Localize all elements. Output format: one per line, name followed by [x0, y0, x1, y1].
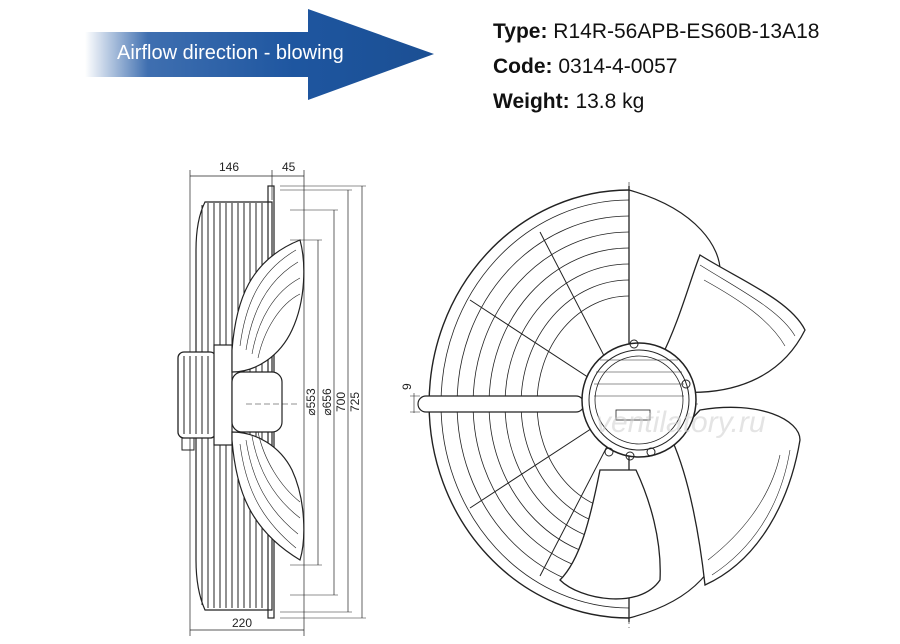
code-row: Code: 0314-4-0057	[493, 49, 819, 84]
airflow-direction-label: Airflow direction - blowing	[117, 42, 344, 64]
side-view	[177, 170, 366, 636]
dim-slot-label: 9	[400, 383, 414, 390]
dim-flange-label: 45	[282, 160, 296, 174]
weight-value: 13.8 kg	[575, 90, 645, 113]
dim-553-label: ⌀553	[304, 388, 318, 416]
dim-725-label: 725	[348, 392, 362, 412]
code-value: 0314-4-0057	[558, 55, 678, 78]
front-view	[410, 182, 806, 628]
airflow-direction-arrow	[85, 9, 434, 100]
weight-row: Weight: 13.8 kg	[493, 84, 819, 119]
type-row: Type: R14R-56APB-ES60B-13A18	[493, 14, 819, 49]
weight-label: Weight:	[493, 90, 570, 113]
spec-block: Type: R14R-56APB-ES60B-13A18 Code: 0314-…	[493, 14, 819, 119]
dim-700-label: 700	[334, 392, 348, 412]
type-label: Type:	[493, 20, 548, 43]
dim-656-label: ⌀656	[320, 388, 334, 416]
watermark-text: ventilatory.ru	[596, 406, 766, 439]
code-label: Code:	[493, 55, 553, 78]
dim-depth-label: 146	[219, 160, 239, 174]
type-value: R14R-56APB-ES60B-13A18	[553, 20, 820, 43]
dim-total-label: 220	[232, 616, 252, 630]
